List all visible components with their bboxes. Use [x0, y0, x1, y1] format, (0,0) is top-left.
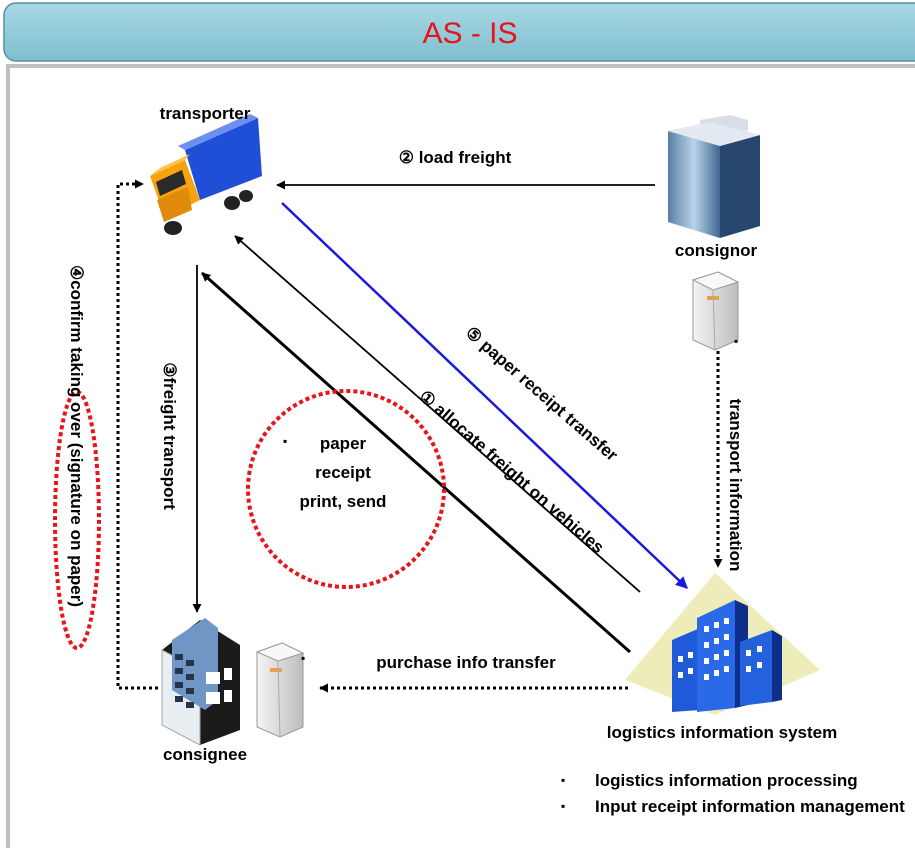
signature-highlight-ellipse — [53, 390, 101, 650]
consignee-building-icon — [161, 618, 240, 746]
allocate-freight-arrow — [234, 235, 641, 593]
bullet-mark-1: ▪ — [561, 773, 565, 787]
bullet-item-1: logistics information processing — [595, 771, 858, 790]
paper-receipt-transfer-arrow — [281, 202, 688, 589]
load-freight-label: ② load freight — [399, 148, 512, 167]
note-line-2: receipt — [315, 463, 371, 482]
bullet-mark-2: ▪ — [561, 799, 565, 813]
note-line-1: paper — [320, 434, 367, 453]
confirm-taking-over-label: ④confirm taking over (signature on paper… — [67, 265, 86, 607]
blue-city-buildings-icon — [625, 573, 820, 715]
transport-information-label: transport information — [726, 399, 745, 572]
note-line-3: print, send — [300, 492, 387, 511]
freight-transport-label: ③freight transport — [160, 362, 179, 510]
office-building-icon — [668, 115, 760, 238]
paper-receipt-note-circle — [246, 389, 446, 589]
consignor-bullet-mark: ▪ — [734, 334, 738, 348]
header-bar: AS - IS — [3, 2, 915, 62]
consignee-server-icon — [255, 642, 305, 738]
page-frame — [6, 64, 915, 848]
bullet-item-2: Input receipt information management — [595, 797, 905, 816]
receipt-return-arrow — [201, 271, 631, 654]
purchase-info-label: purchase info transfer — [376, 653, 556, 672]
consignee-label: consignee — [163, 745, 247, 764]
transporter-label: transporter — [160, 104, 251, 123]
confirm-taking-over-arrow — [116, 179, 158, 690]
consignor-label: consignor — [675, 241, 758, 260]
note-bullet: ▪ — [283, 434, 287, 448]
server-icon — [691, 271, 740, 351]
truck-icon — [150, 114, 262, 235]
page-title: AS - IS — [422, 17, 517, 50]
lis-label: logistics information system — [607, 723, 838, 742]
consignee-bullet-mark: ▪ — [301, 651, 305, 665]
